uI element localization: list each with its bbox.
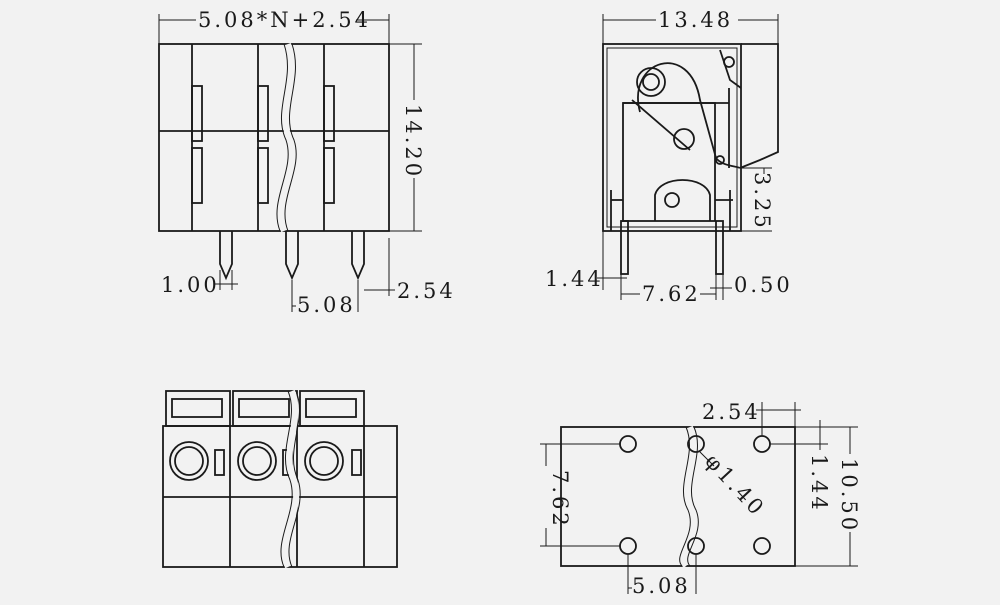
footprint-pitch-label: 5.08 — [632, 574, 691, 598]
front-pin-3 — [351, 231, 365, 281]
footprint-edge-offset-label: 2.54 — [702, 400, 761, 424]
side-pin-width-label: 1.44 — [545, 267, 604, 291]
side-wire-entry — [636, 67, 666, 97]
front-pin-1 — [219, 231, 233, 281]
footprint-outline — [560, 426, 796, 567]
wire-entry-2 — [237, 441, 277, 481]
footprint-view: 2.54 φ1.40 7.62 1.44 10.50 5.08 — [540, 400, 861, 598]
front-body-outline — [158, 43, 390, 232]
top-view — [162, 389, 398, 569]
side-depth-label: 13.48 — [658, 8, 733, 32]
side-pin-right — [715, 220, 724, 275]
footprint-hole-diameter-label: φ1.40 — [700, 449, 770, 521]
side-standoff-label: 3.25 — [750, 172, 774, 231]
side-pin-spacing-label: 7.62 — [642, 282, 701, 306]
side-pin-thickness-label: 0.50 — [734, 273, 793, 297]
side-lever — [739, 43, 779, 169]
front-height-label: 14.20 — [401, 104, 425, 179]
front-pin-2 — [285, 231, 299, 281]
footprint-hole-1 — [619, 435, 637, 453]
front-width-formula-label: 5.08*N+2.54 — [198, 8, 371, 32]
front-pitch-label: 5.08 — [297, 293, 356, 317]
footprint-depth-label: 10.50 — [837, 458, 861, 533]
front-edge-offset-label: 2.54 — [397, 279, 456, 303]
side-view: 13.48 3.25 1.44 7.62 0.50 — [545, 8, 793, 306]
side-pin-left — [620, 220, 629, 275]
wire-entry-1 — [169, 441, 209, 481]
side-body-outline — [602, 43, 742, 232]
front-view: 5.08*N+2.54 14.20 1.00 5.08 2.54 — [158, 8, 456, 317]
front-pin-width-label: 1.00 — [161, 273, 220, 297]
wire-entry-3 — [304, 441, 344, 481]
footprint-top-offset-label: 1.44 — [807, 454, 831, 513]
footprint-hole-2 — [687, 435, 705, 453]
footprint-hole-4 — [619, 537, 637, 555]
footprint-hole-6 — [753, 537, 771, 555]
footprint-hole-3 — [753, 435, 771, 453]
footprint-row-spacing-label: 7.62 — [548, 470, 572, 529]
